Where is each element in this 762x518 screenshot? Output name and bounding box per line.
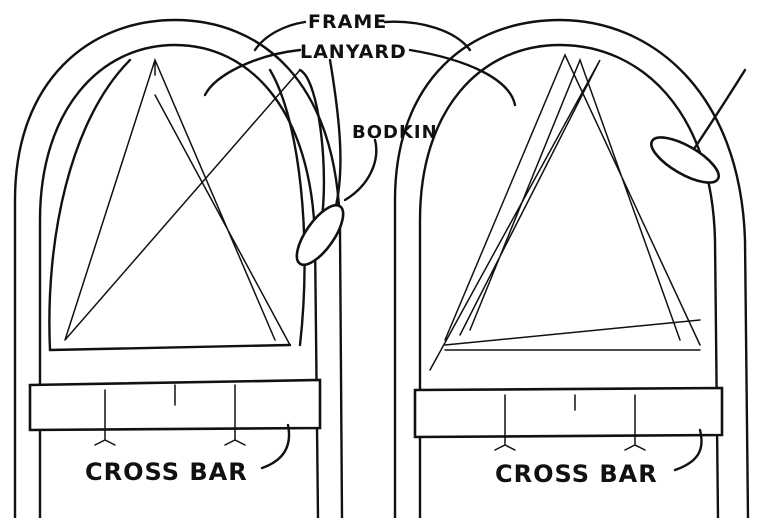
frame-arrow-left	[253, 20, 307, 52]
frame-arrow-right	[383, 20, 472, 52]
left-frame-outer	[13, 18, 344, 518]
left-triangle-lacing	[64, 57, 301, 346]
right-cross-bar	[413, 386, 724, 439]
left-lacing-edge	[48, 58, 306, 352]
right-lanyard-cord	[688, 68, 747, 157]
right-triangle-lacing	[429, 53, 701, 371]
left-bar-loops	[94, 384, 246, 446]
left-toe-cord	[48, 343, 292, 352]
lanyard-arrow-left	[203, 48, 302, 97]
left-bodkin	[295, 203, 345, 267]
right-bodkin	[650, 136, 720, 184]
left-frame-inner	[38, 43, 320, 518]
lanyard-arrow-right	[408, 48, 517, 107]
label-cross-bar-right: CROSS BAR	[495, 460, 658, 488]
right-bar-loops	[494, 394, 646, 451]
right-frame-outer	[393, 18, 750, 518]
bodkin-arrow	[343, 138, 378, 202]
label-lanyard: LANYARD	[300, 41, 407, 63]
right-cross-bar-arrow	[673, 428, 703, 472]
label-frame: FRAME	[308, 11, 387, 33]
label-cross-bar-left: CROSS BAR	[85, 458, 248, 486]
label-bodkin: BODKIN	[352, 122, 438, 143]
left-snowshoe	[13, 18, 345, 518]
right-snowshoe	[393, 18, 750, 518]
left-cross-bar-arrow	[260, 423, 291, 470]
right-frame-inner	[418, 43, 720, 518]
